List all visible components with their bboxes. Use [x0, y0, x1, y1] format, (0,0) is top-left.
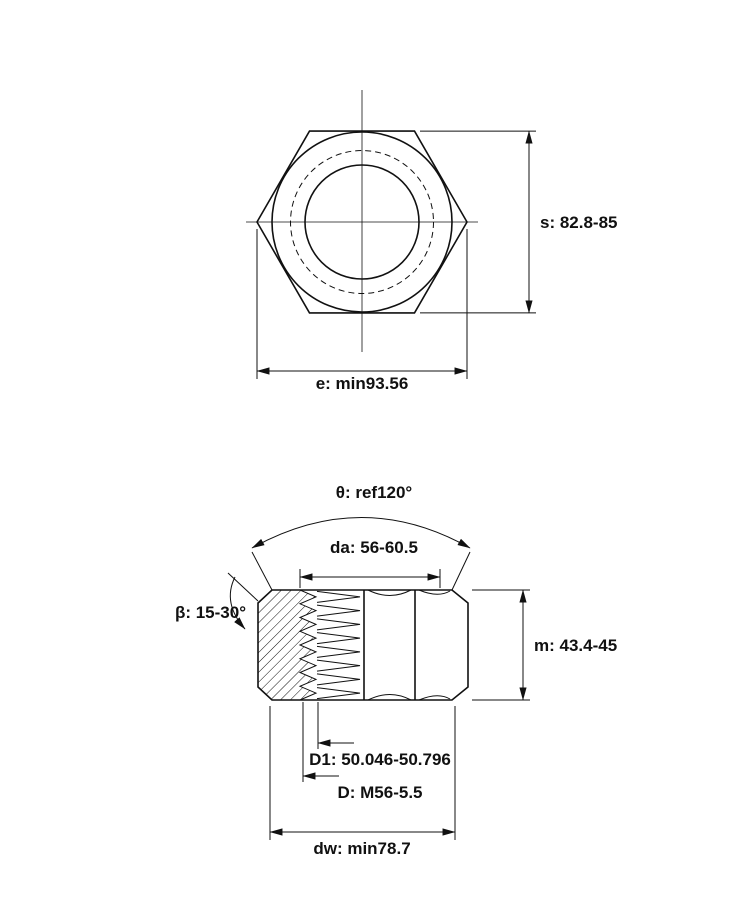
dimension-da: da: 56-60.5: [299, 538, 441, 588]
theta-angle-arc: [251, 517, 471, 549]
dimension-m-label: m: 43.4-45: [534, 636, 617, 655]
dimension-s: s: 82.8-85: [420, 130, 618, 314]
hex-outline: [256, 130, 468, 314]
dimension-dw: dw: min78.7: [269, 706, 456, 858]
thread-major-circle-dashed: [290, 150, 434, 294]
chamfer-circle: [271, 131, 453, 313]
chamfer-arc-top-middle: [367, 589, 412, 596]
side-view: θ: ref120° da: 56-60.5 β: 15-30° m: 43.4…: [175, 483, 617, 858]
dimension-d: D: M56-5.5: [302, 702, 423, 802]
dimension-e: e: min93.56: [256, 229, 468, 393]
dimension-theta-label: θ: ref120°: [336, 483, 413, 502]
top-view: s: 82.8-85 e: min93.56: [246, 90, 618, 393]
dimension-beta-label: β: 15-30°: [175, 603, 246, 622]
bore-circle: [304, 164, 420, 280]
chamfer-arc-bottom-right: [418, 695, 451, 701]
theta-side-line-right: [451, 551, 471, 591]
dimension-m: m: 43.4-45: [472, 589, 617, 701]
chamfer-arc-top-right: [418, 589, 451, 595]
dimension-da-label: da: 56-60.5: [330, 538, 418, 557]
chamfer-arc-bottom-middle: [367, 694, 412, 701]
dimension-theta: θ: ref120°: [251, 483, 471, 591]
dimension-d1: D1: 50.046-50.796: [309, 702, 451, 769]
dimension-d1-label: D1: 50.046-50.796: [309, 750, 451, 769]
section-hatch-region: [257, 589, 318, 701]
beta-angle-arc: [229, 576, 246, 630]
dimension-e-label: e: min93.56: [316, 374, 409, 393]
dimension-d-label: D: M56-5.5: [337, 783, 422, 802]
thread-profile: [316, 590, 361, 700]
theta-side-line-left: [251, 551, 273, 591]
dimension-s-label: s: 82.8-85: [540, 213, 618, 232]
dimension-dw-label: dw: min78.7: [313, 839, 410, 858]
dimension-beta: β: 15-30°: [175, 572, 259, 630]
beta-reference-line: [227, 572, 259, 602]
nut-outline: [257, 589, 469, 701]
